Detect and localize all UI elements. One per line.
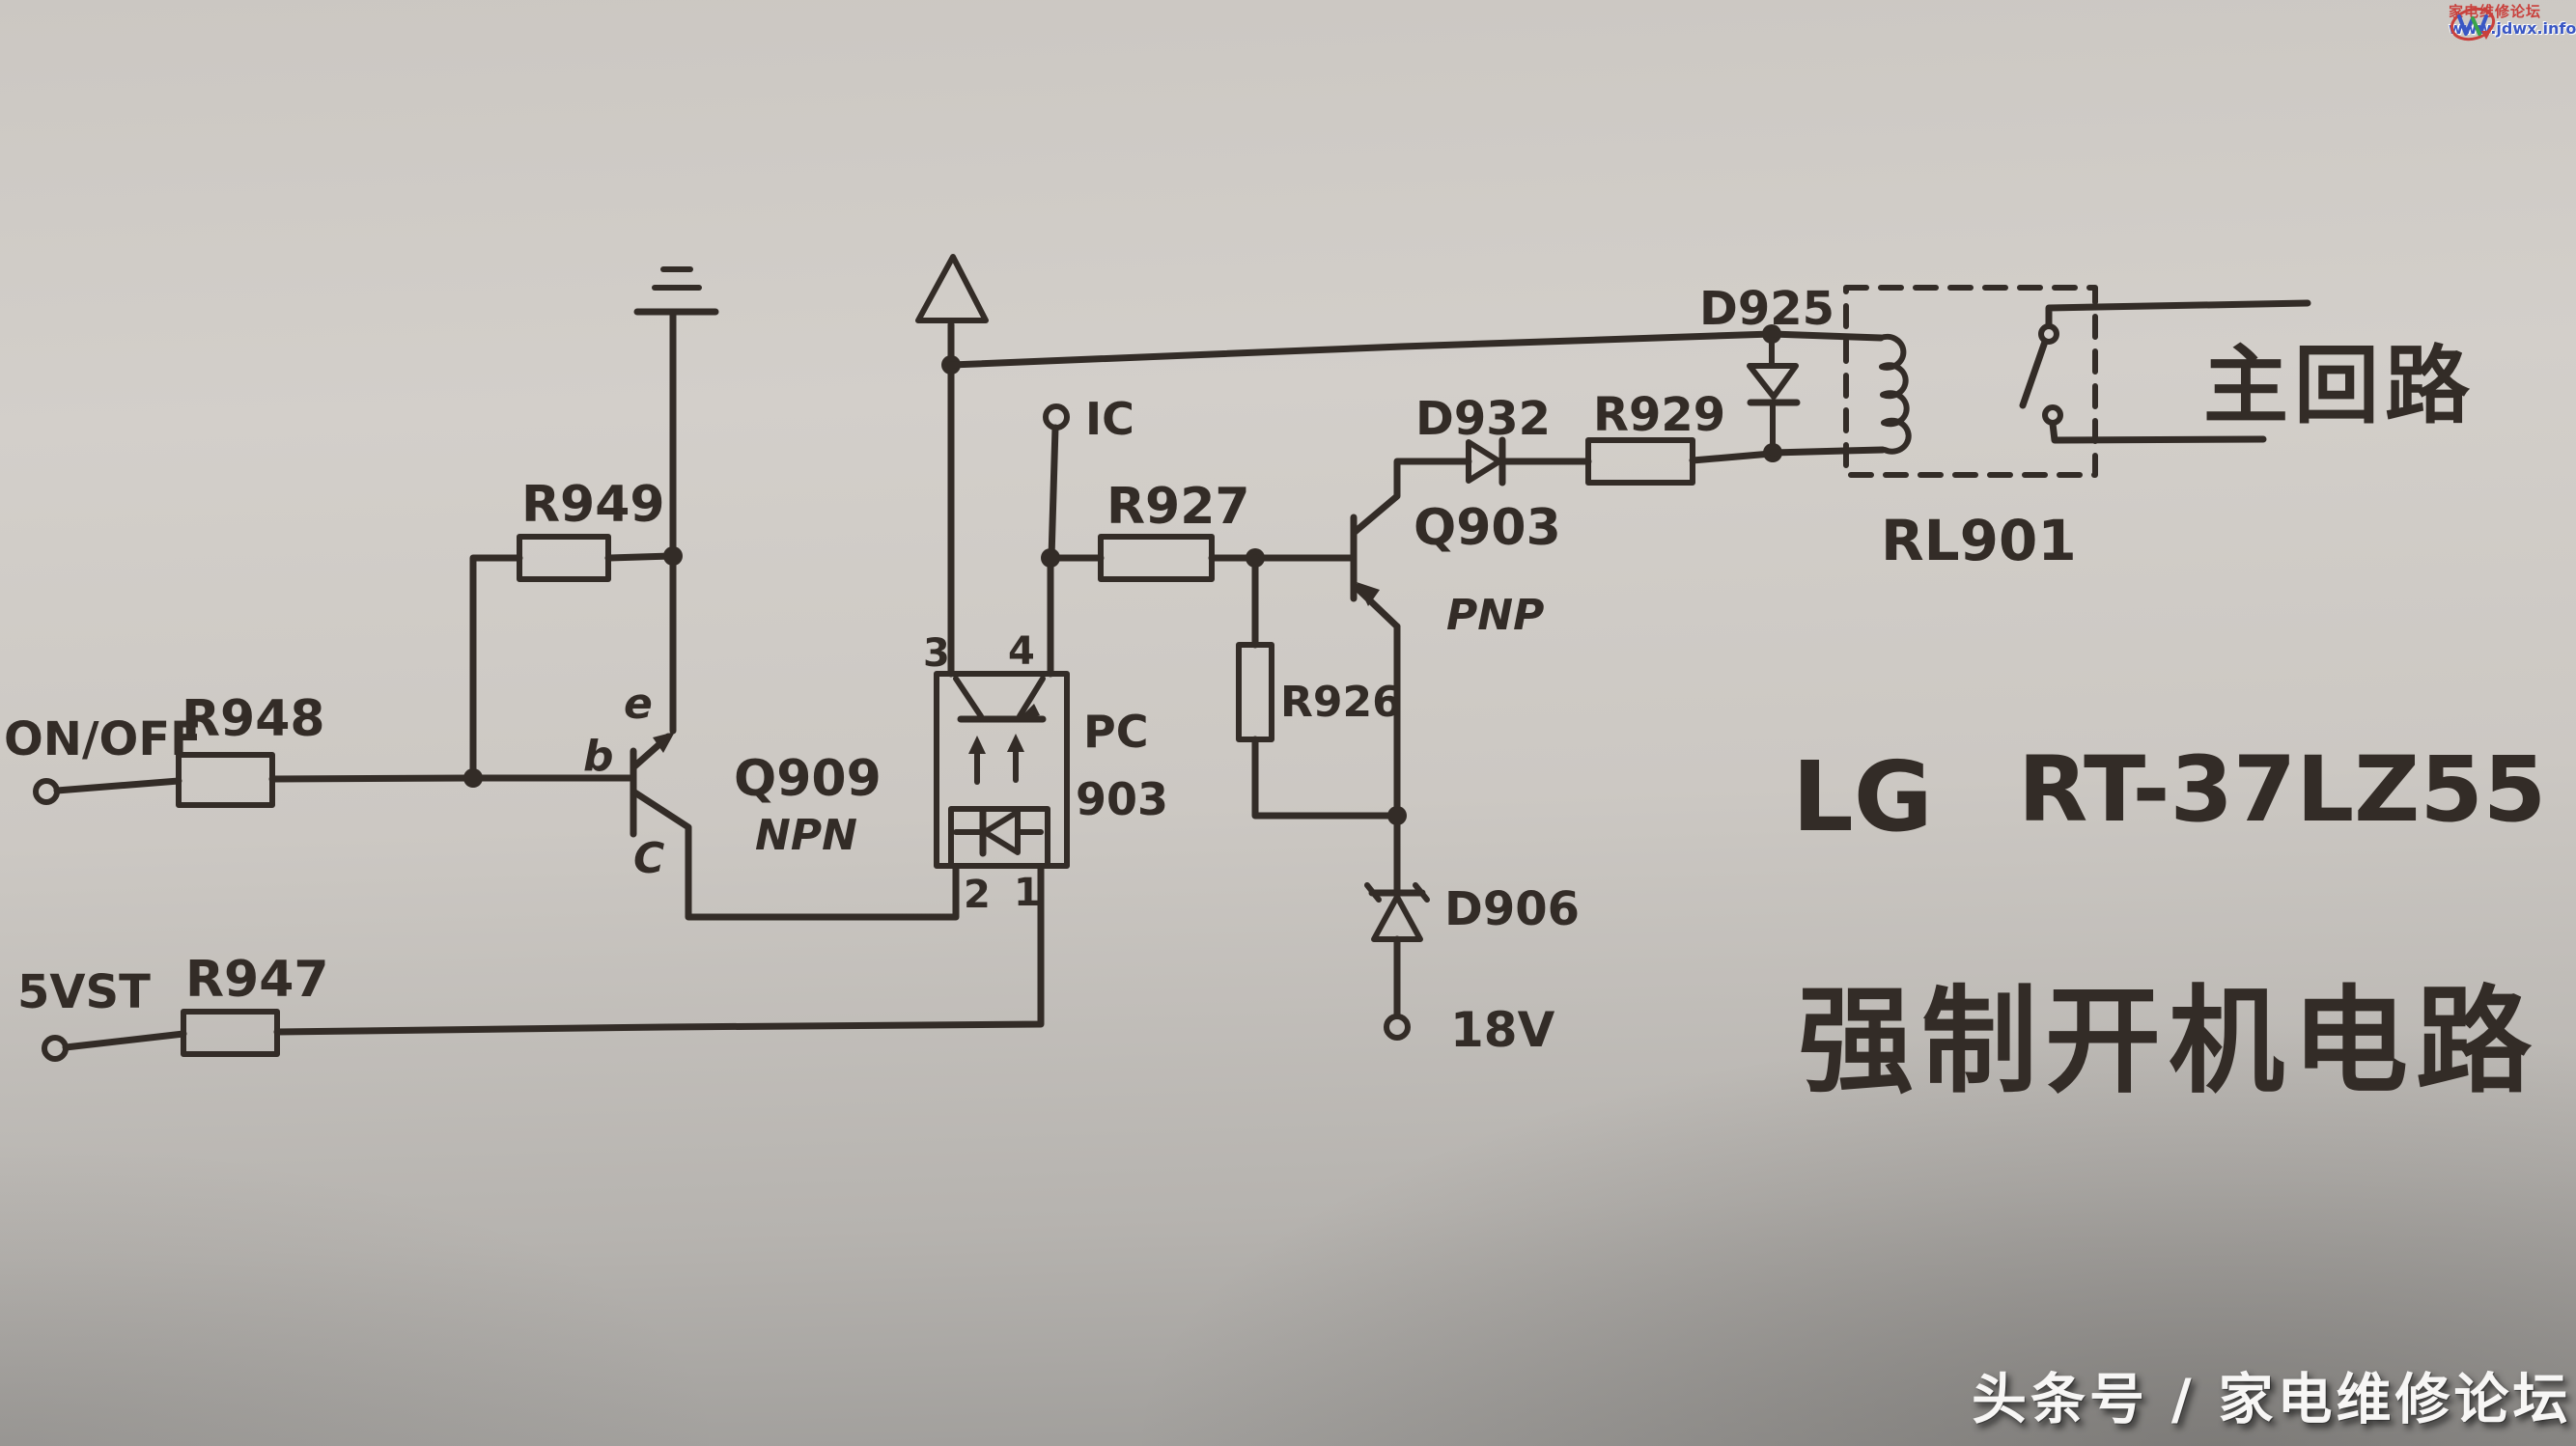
wire-r947-to-pc903-pin1	[273, 863, 1045, 1036]
pc903-led-triangle-icon	[982, 809, 1021, 855]
label-q903-type: PNP	[1446, 591, 1544, 640]
label-pc903-pin3: 3	[923, 631, 950, 676]
title-model: RT-37LZ55	[2018, 737, 2546, 843]
pc903-ptrans-right-lead	[1017, 676, 1046, 719]
label-main-loop: 主回路	[2203, 336, 2476, 435]
label-q909-e: e	[624, 680, 653, 729]
resistor-r927-body	[1098, 534, 1215, 582]
resistor-r947-body	[181, 1009, 280, 1057]
label-18v: 18V	[1450, 1002, 1555, 1058]
rl901-coil-icon	[1878, 333, 1912, 455]
onoff-input	[33, 752, 633, 808]
watermark-logo-icon	[2450, 7, 2496, 42]
watermark-site-name: 家电维修论坛	[2449, 3, 2542, 20]
transistor-q903	[1350, 458, 1472, 899]
q909-emitter-arrow-icon	[653, 732, 675, 753]
q903-collector-to-d932	[1350, 458, 1472, 537]
diode-d906	[1364, 882, 1430, 1041]
optocoupler-pc903	[934, 320, 1070, 869]
resistor-r929-body	[1585, 437, 1695, 486]
pc903-light-arrow-1-head-icon	[968, 736, 986, 754]
wire-base-up-to-r949	[469, 554, 523, 782]
resistor-r949-body	[517, 534, 611, 582]
r949-branch	[469, 534, 683, 782]
diode-d932	[1466, 436, 1592, 487]
label-q909-type: NPN	[755, 811, 857, 860]
diode-d925	[1747, 324, 1801, 462]
watermark: 家电维修论坛 www.jdwx.info	[2449, 3, 2576, 42]
label-d932: D932	[1415, 392, 1551, 446]
wire-top-rail	[947, 330, 1776, 369]
wire-contact-top-out	[2045, 299, 2311, 329]
label-r948: R948	[182, 690, 325, 748]
label-pc903-pc: PC	[1083, 706, 1148, 758]
wire-onoff-to-r948	[53, 777, 182, 794]
label-pc903-pin1: 1	[1014, 871, 1041, 915]
logo-ellipse	[2450, 7, 2496, 42]
title-subtitle: 强制开机电路	[1798, 975, 2539, 1109]
pc903-light-arrow-2-head-icon	[1007, 734, 1024, 752]
v5-input	[42, 863, 1045, 1062]
d932-triangle-icon	[1466, 439, 1502, 484]
label-ic: IC	[1085, 393, 1134, 445]
label-d925: D925	[1699, 282, 1834, 336]
wire-r926-bottom	[1251, 736, 1398, 820]
supply-arrow-icon	[915, 254, 989, 323]
q903-emitter	[1350, 581, 1401, 630]
d906-cathode-tick-left	[1364, 882, 1382, 903]
label-pc903-num: 903	[1076, 773, 1168, 825]
supply-rail	[915, 254, 1776, 375]
label-q909: Q909	[734, 750, 882, 808]
ic-branch	[1041, 403, 1070, 568]
label-q909-c: C	[633, 834, 664, 883]
label-q909-b: b	[583, 732, 614, 781]
wire-rail-to-coil-top	[1768, 330, 1885, 342]
label-rl901: RL901	[1881, 508, 2077, 573]
rl901-switch-arm	[2019, 338, 2049, 409]
wire-r929-to-d925	[1689, 450, 1775, 464]
label-r926: R926	[1280, 678, 1402, 727]
label-5vst: 5VST	[17, 965, 151, 1019]
logo-triangle	[2481, 31, 2491, 40]
r927-branch	[1047, 534, 1358, 582]
relay-rl901	[1768, 285, 2311, 478]
d906-triangle-icon	[1371, 894, 1423, 942]
title-brand: LG	[1792, 740, 1933, 853]
wire-contact-bottom-out	[2049, 420, 2267, 444]
pc903-led-box	[948, 806, 1050, 869]
pc903-ptrans-left-lead	[953, 676, 984, 719]
r929-branch	[1585, 437, 1775, 486]
ground-icon	[633, 266, 719, 316]
label-r949: R949	[521, 476, 665, 534]
d925-triangle-icon	[1747, 363, 1799, 400]
wire-r948-to-junction	[268, 774, 475, 783]
v18-terminal	[1384, 1014, 1411, 1041]
q909-collector-to-pc903-pin2	[630, 788, 960, 921]
wire-r949-to-ground-line	[604, 552, 675, 562]
d906-cathode-tick-right	[1413, 882, 1430, 903]
label-q903: Q903	[1414, 499, 1561, 557]
q903-emitter-arrow-icon	[1357, 582, 1380, 606]
rl901-dashed-box	[1843, 285, 2098, 478]
wire-ic-to-pin4	[1048, 424, 1059, 562]
label-d906: D906	[1444, 882, 1580, 936]
label-on-off: ON/OFF	[4, 712, 202, 766]
label-r927: R927	[1106, 478, 1250, 536]
caption-text: 头条号 / 家电维修论坛	[1972, 1368, 2572, 1432]
transistor-q909	[630, 732, 960, 921]
logo-w-green	[2471, 16, 2481, 36]
label-r929: R929	[1593, 388, 1725, 442]
wire-5vst-to-r947	[62, 1030, 187, 1051]
wire-d925-to-coil-bottom	[1769, 446, 1887, 457]
label-pc903-pin4: 4	[1008, 629, 1035, 674]
label-pc903-pin2: 2	[964, 873, 991, 917]
label-r947: R947	[185, 951, 329, 1009]
resistor-r926-body	[1236, 642, 1274, 742]
ground-branch	[633, 266, 719, 735]
